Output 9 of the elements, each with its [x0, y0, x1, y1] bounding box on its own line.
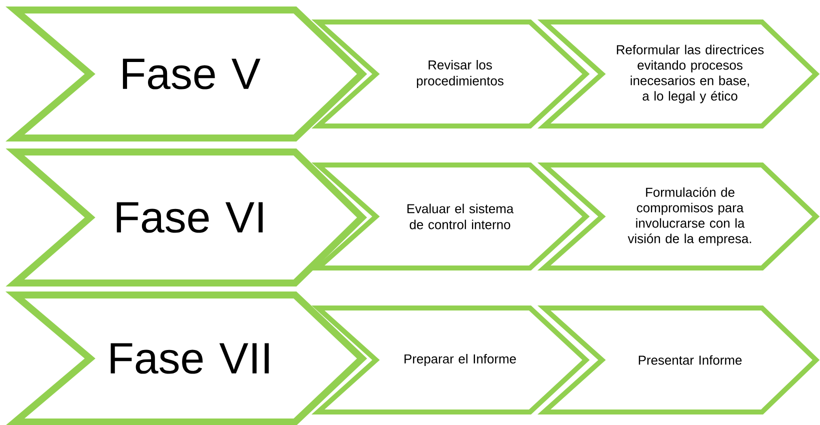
- step-box: Formulación de compromisos para involucrarse con la visión de la empresa.: [537, 162, 820, 270]
- step-box: Presentar Informe: [537, 306, 820, 414]
- step-box: Preparar el Informe: [311, 306, 590, 414]
- step-box: Reformular las directrices evitando procesos inecesarios en base, a lo legal y ético: [537, 20, 820, 128]
- phase-box: Fase VII: [5, 292, 368, 425]
- step-box: Revisar los procedimientos: [311, 20, 590, 128]
- phase-box: Fase V: [6, 6, 368, 142]
- step-box: Evaluar el sistema de control interno: [311, 162, 590, 270]
- phase-box: Fase VI: [6, 148, 368, 286]
